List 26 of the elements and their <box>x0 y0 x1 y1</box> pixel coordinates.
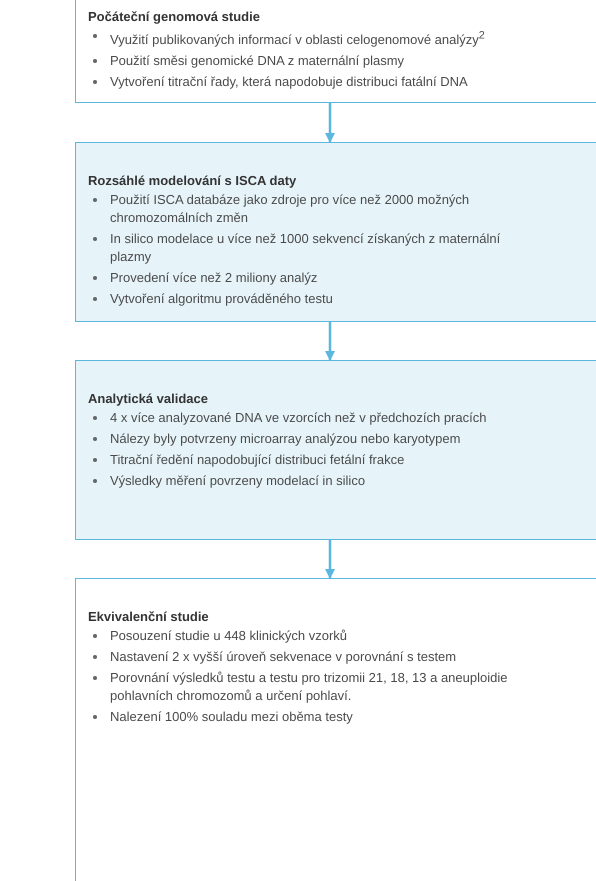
arrow <box>325 540 335 579</box>
bullet-text: Titrační ředění napodobující distribuci fetální frakce <box>110 452 404 467</box>
bullet-text: Výsledky měření povrzeny modelací in silico <box>110 473 366 488</box>
box-heading: Rozsáhlé modelování s ISCA daty <box>88 173 296 188</box>
bullet-text: 4 x více analyzované DNA ve vzorcích než v předchozích pracích <box>110 410 486 425</box>
box-heading: Analytická validace <box>88 391 208 406</box>
process-box <box>75 142 596 322</box>
arrow <box>325 322 335 361</box>
bullet-text: Provedení více než 2 miliony analýz <box>110 270 318 285</box>
box-heading: Ekvivalenční studie <box>88 609 209 624</box>
bullet-text: Nastavení 2 x vyšší úroveň sekvenace v porovnání s testem <box>110 649 456 664</box>
bullet-text: In silico modelace u více než 1000 sekvencí získaných z maternální plazmy <box>110 231 500 264</box>
bullet-text: Vytvoření algoritmu prováděného testu <box>110 291 333 306</box>
bullet-text: Nálezy byly potvrzeny microarray analýzou nebo karyotypem <box>110 431 460 446</box>
arrow <box>325 103 335 143</box>
bullet-text: Využití publikovaných informací v oblasti celogenomové analýzy$^{2}$ <box>110 32 485 48</box>
bullet-text: Nalezení 100% souladu mezi oběma testy <box>110 709 353 724</box>
bullet-text: Použití směsi genomické DNA z maternální plasmy <box>110 53 404 68</box>
bullet-text: Porovnání výsledků testu a testu pro trizomii 21, 18, 13 a aneuploidie pohlavních chromozomů a určení pohlaví. <box>110 670 508 703</box>
bullet-text: Použití ISCA databáze jako zdroje pro více než 2000 možných chromozomálních změn <box>110 192 470 225</box>
process-box <box>75 578 596 881</box>
process-box <box>75 0 596 103</box>
bullet-text: Posouzení studie u 448 klinických vzorků <box>110 628 348 643</box>
bullet-text: Vytvoření titrační řady, která napodobuje distribuci fatální DNA <box>110 74 468 90</box>
box-heading: Počáteční genomová studie <box>88 9 260 24</box>
process-box <box>75 360 596 540</box>
